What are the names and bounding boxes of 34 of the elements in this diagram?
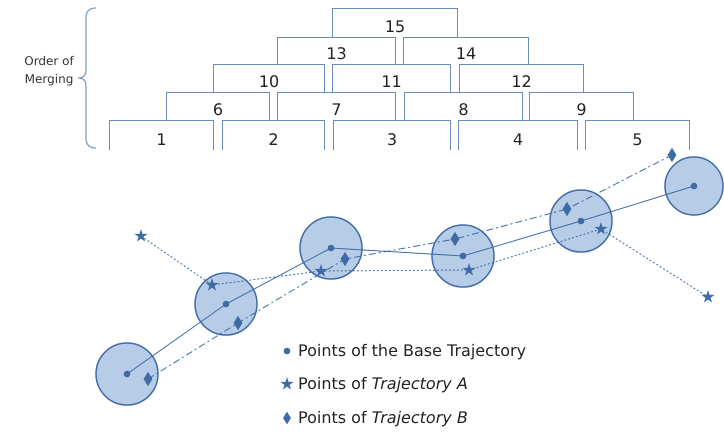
merge-bracket	[213, 64, 325, 92]
merge-bracket	[404, 92, 523, 120]
merge-bracket	[277, 37, 396, 64]
merge-bracket	[529, 92, 634, 120]
merge-number: 14	[456, 44, 476, 64]
merge-bracket	[332, 8, 458, 37]
merge-number: 2	[268, 130, 279, 150]
merge-bracket	[585, 120, 690, 150]
merge-number: 12	[511, 72, 532, 92]
merge-number: 4	[512, 130, 524, 150]
merge-number: 9	[576, 100, 587, 120]
merge-number: 7	[331, 100, 342, 120]
merge-bracket	[332, 64, 451, 92]
axis-label: Order of Merging	[23, 53, 75, 88]
merge-bracket	[459, 64, 584, 92]
legend-text: Points of Trajectory A	[298, 374, 468, 394]
legend-text: Points of the Base Trajectory	[298, 341, 526, 361]
legend-text: Points of Trajectory B	[298, 408, 468, 428]
merge-number: 3	[386, 130, 398, 150]
merge-number: 5	[632, 130, 643, 150]
merge-bracket	[277, 92, 396, 120]
merge-bracket	[166, 92, 270, 120]
merge-bracket	[222, 120, 325, 150]
merge-number: 6	[212, 100, 224, 120]
merge-number: 13	[326, 44, 347, 64]
merge-bracket	[109, 120, 214, 150]
merge-number: 10	[258, 72, 280, 92]
merge-bracket	[333, 120, 451, 150]
merge-number: 8	[458, 100, 469, 120]
merge-bracket	[403, 37, 529, 64]
merge-number: 11	[381, 72, 402, 92]
merge-number: 1	[156, 130, 167, 150]
merge-number: 15	[384, 17, 406, 37]
merge-bracket	[458, 120, 578, 150]
